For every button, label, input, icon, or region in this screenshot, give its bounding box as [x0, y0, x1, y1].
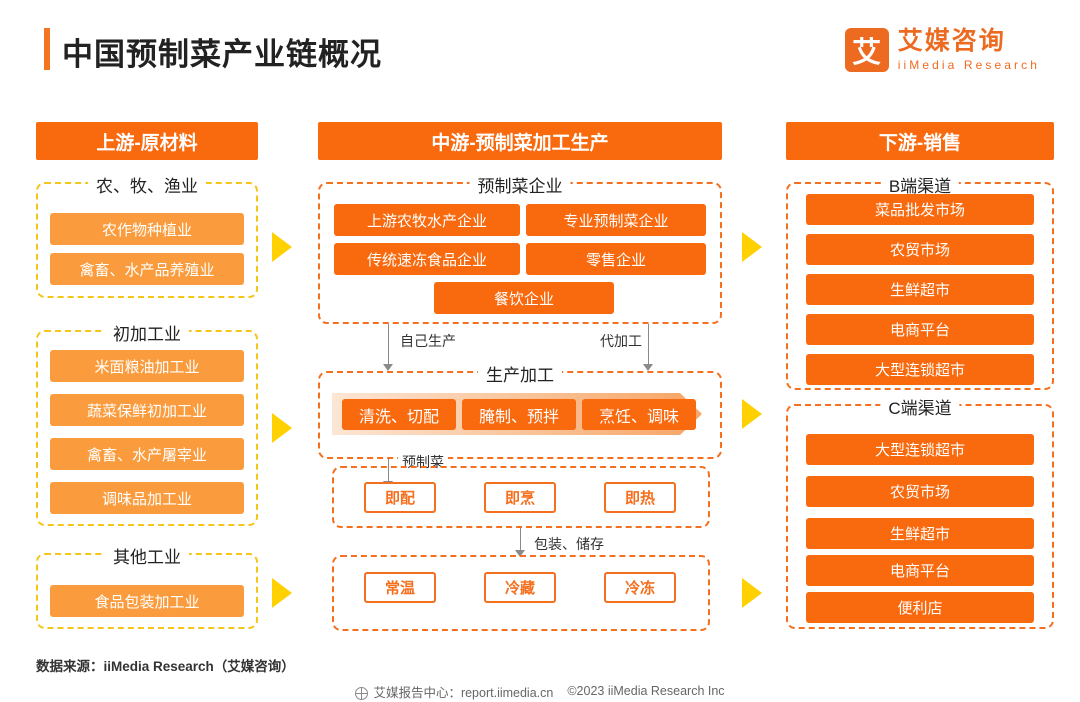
product-type-ready-to-cook: 即烹: [484, 482, 556, 513]
midstream-enterprise-frozen-food: 传统速冻食品企业: [334, 243, 520, 275]
upstream-group-other-industry: 其他工业: [36, 543, 258, 629]
arrow-midstream-to-downstream-1: [742, 232, 762, 262]
processing-step-cook-season: 烹饪、调味: [582, 399, 696, 430]
downstream-group-c-channel: C端渠道: [786, 394, 1054, 629]
logo-name-en: iiMedia Research: [897, 57, 1040, 72]
connector-arrow-packaging: [515, 550, 525, 557]
midstream-group-enterprises-label: 预制菜企业: [469, 172, 571, 197]
storage-type-ambient: 常温: [364, 572, 436, 603]
storage-type-frozen: 冷冻: [604, 572, 676, 603]
upstream-item-seasoning: 调味品加工业: [50, 482, 244, 514]
logo-mark: 艾: [844, 28, 889, 72]
upstream-group-agriculture-label: 农、牧、渔业: [88, 172, 206, 197]
upstream-item-food-packaging: 食品包装加工业: [50, 585, 244, 617]
section-header-upstream: 上游-原材料: [36, 122, 258, 160]
downstream-group-b-channel-label: B端渠道: [880, 172, 960, 197]
data-source-note: 数据来源：iiMedia Research（艾媒咨询）: [36, 659, 295, 674]
connector-line-packaging: [520, 528, 521, 552]
upstream-item-livestock-aquaculture: 禽畜、水产品养殖业: [50, 253, 244, 285]
footer-copyright: ©2023 iiMedia Research Inc: [567, 684, 725, 698]
c-channel-item-fresh-supermarket: 生鲜超市: [806, 518, 1034, 549]
logo-text: 艾媒咨询 iiMedia Research: [897, 27, 1040, 72]
upstream-group-primary-processing: 初加工业: [36, 320, 258, 526]
footer-bar: 艾媒报告中心：report.iimedia.cn ©2023 iiMedia R…: [0, 680, 1080, 702]
brand-logo: 艾 艾媒咨询 iiMedia Research: [844, 27, 1040, 72]
connector-line-oem: [648, 324, 649, 366]
arrow-midstream-to-downstream-3: [742, 578, 762, 608]
b-channel-item-ecommerce: 电商平台: [806, 314, 1034, 345]
section-header-midstream: 中游-预制菜加工生产: [318, 122, 722, 160]
midstream-group-processing-label: 生产加工: [478, 361, 562, 386]
arrow-upstream-to-midstream-3: [272, 578, 292, 608]
logo-name-cn: 艾媒咨询: [897, 27, 1006, 56]
arrow-upstream-to-midstream-1: [272, 232, 292, 262]
storage-type-chilled: 冷藏: [484, 572, 556, 603]
upstream-item-slaughter: 禽畜、水产屠宰业: [50, 438, 244, 470]
upstream-item-grain-oil: 米面粮油加工业: [50, 350, 244, 382]
c-channel-item-convenience-store: 便利店: [806, 592, 1034, 623]
globe-icon: [355, 686, 369, 700]
midstream-enterprise-professional: 专业预制菜企业: [526, 204, 706, 236]
footer-report-center: 艾媒报告中心：report.iimedia.cn: [373, 685, 554, 700]
c-channel-item-farmers-market: 农贸市场: [806, 476, 1034, 507]
upstream-item-vegetable-fresh: 蔬菜保鲜初加工业: [50, 394, 244, 426]
connector-arrow-oem: [643, 364, 653, 371]
downstream-group-b-channel: B端渠道: [786, 172, 1054, 390]
b-channel-item-farmers-market: 农贸市场: [806, 234, 1034, 265]
product-type-ready-to-heat: 即热: [604, 482, 676, 513]
b-channel-item-fresh-supermarket: 生鲜超市: [806, 274, 1034, 305]
downstream-group-c-channel-label: C端渠道: [880, 394, 960, 419]
midstream-enterprise-retail: 零售企业: [526, 243, 706, 275]
arrow-midstream-to-downstream-2: [742, 399, 762, 429]
processing-step-marinate-mix: 腌制、预拌: [462, 399, 576, 430]
midstream-enterprise-upstream-agri: 上游农牧水产企业: [334, 204, 520, 236]
page-header: 中国预制菜产业链概况 艾 艾媒咨询 iiMedia Research: [0, 0, 1080, 100]
upstream-item-crop-planting: 农作物种植业: [50, 213, 244, 245]
upstream-group-primary-processing-label: 初加工业: [105, 320, 189, 345]
c-channel-item-chain-supermarket: 大型连锁超市: [806, 434, 1034, 465]
midstream-group-storage-types: [332, 555, 710, 631]
upstream-group-agriculture: 农、牧、渔业: [36, 172, 258, 298]
connector-line-prepared-dish: [388, 459, 389, 483]
connector-label-self-produce: 自己生产: [396, 331, 460, 351]
arrow-upstream-to-midstream-2: [272, 413, 292, 443]
title-accent-bar: [44, 28, 50, 70]
midstream-group-product-types: [332, 466, 710, 528]
section-header-downstream: 下游-销售: [786, 122, 1054, 160]
b-channel-item-chain-supermarket: 大型连锁超市: [806, 354, 1034, 385]
page-title: 中国预制菜产业链概况: [62, 37, 382, 72]
c-channel-item-ecommerce: 电商平台: [806, 555, 1034, 586]
connector-label-oem: 代加工: [596, 331, 646, 351]
midstream-group-enterprises: 预制菜企业: [318, 172, 722, 324]
b-channel-item-wholesale-market: 菜品批发市场: [806, 194, 1034, 225]
product-type-ready-to-assemble: 即配: [364, 482, 436, 513]
processing-step-wash-cut: 清洗、切配: [342, 399, 456, 430]
midstream-group-processing: 生产加工: [318, 361, 722, 459]
connector-line-self-produce: [388, 324, 389, 366]
connector-label-packaging: 包装、储存: [530, 534, 608, 554]
upstream-group-other-industry-label: 其他工业: [105, 543, 189, 568]
midstream-enterprise-catering: 餐饮企业: [434, 282, 614, 314]
connector-arrow-self-produce: [383, 364, 393, 371]
